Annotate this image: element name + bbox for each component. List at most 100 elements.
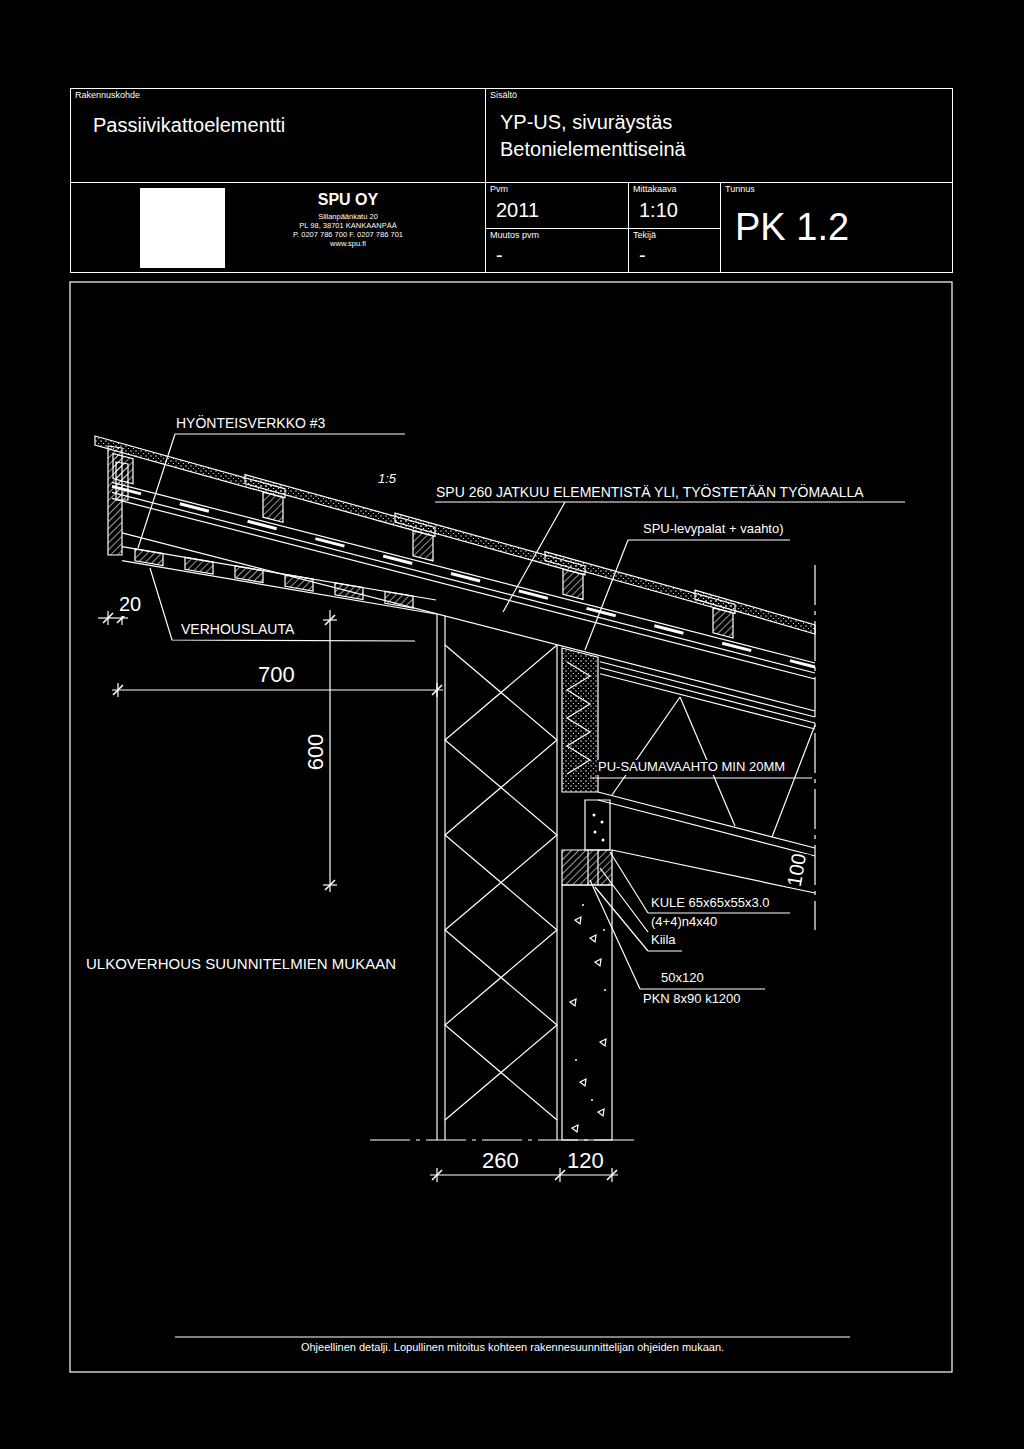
leader-line xyxy=(595,887,648,951)
bolt-hole xyxy=(602,839,605,842)
dimension-value: 100 xyxy=(783,851,812,890)
callout-label: VERHOUSLAUTA xyxy=(180,621,295,637)
soffit-batten xyxy=(135,549,163,566)
roof-tile xyxy=(545,552,735,614)
company-address: Sillanpäänkatu 20 xyxy=(231,212,465,221)
callout-label: 50x120 xyxy=(660,971,705,986)
insulation-zigzag xyxy=(445,645,557,1120)
company-web: www.spu.fi xyxy=(231,239,465,248)
callout-label: ULKOVERHOUS SUUNNITELMIEN MUKAAN xyxy=(85,955,397,972)
dimension-value: 700 xyxy=(257,662,296,687)
concrete-aggregate xyxy=(572,1125,578,1132)
concrete-aggregate xyxy=(580,1079,586,1086)
company-name: SPU OY xyxy=(231,190,465,209)
company-address: PL 98, 38701 KANKAANPÄÄ xyxy=(231,221,465,230)
callout-label: Kiila xyxy=(650,933,677,948)
dimension-tick xyxy=(113,685,123,695)
title-block-cell: Tekijä - xyxy=(628,228,721,273)
bolt-hole xyxy=(601,821,604,824)
bolt-hole xyxy=(593,814,596,817)
element-underside xyxy=(598,792,815,848)
soffit-batten xyxy=(235,566,263,583)
field-value: 2011 xyxy=(496,198,626,222)
wedge-line xyxy=(587,850,588,885)
callout-label: (4+4)n4x40 xyxy=(650,915,718,930)
dimension-value: 120 xyxy=(566,1148,605,1173)
leader-line xyxy=(150,568,415,641)
callout-label: SPU-levypalat + vaahto) xyxy=(642,522,785,537)
wall-line xyxy=(556,645,557,1140)
concrete-dot xyxy=(603,929,605,931)
timber-50x120 xyxy=(562,850,612,885)
field-value: YP-US, sivuräystäs Betonielementtiseinä xyxy=(500,109,730,163)
dimension-tick xyxy=(103,613,113,623)
element-layer xyxy=(600,662,815,717)
footer-rule xyxy=(175,1336,850,1337)
concrete-aggregate xyxy=(598,1109,604,1116)
leader-line xyxy=(648,950,682,951)
dimension-line xyxy=(430,1174,618,1175)
concrete-dot xyxy=(591,1099,593,1101)
break-line xyxy=(370,1139,640,1140)
leader-line xyxy=(503,502,565,612)
field-value: Passiivikattoelementti xyxy=(93,113,483,137)
field-label: Sisältö xyxy=(490,90,950,101)
dimension-tick xyxy=(432,1170,442,1180)
dimension-value: 600 xyxy=(303,733,328,772)
pu-foam xyxy=(562,648,598,792)
concrete-aggregate xyxy=(600,1039,606,1046)
bolt-hole xyxy=(594,831,597,834)
underlay-line xyxy=(112,482,815,663)
steel-angle xyxy=(585,800,610,850)
field-label: Tekijä xyxy=(633,230,718,241)
dimension-tick xyxy=(432,685,442,695)
concrete-aggregate xyxy=(590,935,596,942)
dimension-tick xyxy=(555,1170,565,1180)
callout-label: HYÖNTEISVERKKO #3 xyxy=(175,415,326,431)
break-line xyxy=(814,565,815,930)
element-layer xyxy=(600,668,815,723)
leader-line xyxy=(585,540,628,650)
dimension-value: 260 xyxy=(481,1148,520,1173)
title-block-cell: Tunnus PK 1.2 xyxy=(720,182,953,273)
title-block-cell: RakennuskohdePassiivikattoelementti xyxy=(70,88,486,183)
field-value: - xyxy=(496,243,626,267)
element-top-board xyxy=(112,498,815,679)
soffit-batten xyxy=(285,574,313,591)
wall-line xyxy=(436,614,437,1140)
counter-batten xyxy=(112,486,815,667)
concrete-dot xyxy=(604,989,606,991)
dimension-tick xyxy=(325,880,335,890)
concrete-aggregate xyxy=(570,999,576,1006)
title-block-cell: Muutos pvm- xyxy=(485,228,629,273)
batten xyxy=(413,531,433,561)
leader-line xyxy=(640,988,765,989)
field-value: 1:10 xyxy=(639,198,718,222)
concrete-aggregate xyxy=(595,959,601,966)
concrete-dot xyxy=(575,1059,577,1061)
soffit-batten xyxy=(335,583,363,600)
fascia-block xyxy=(116,462,128,500)
element-layer xyxy=(600,674,815,729)
field-label: Mittakaava xyxy=(633,184,718,195)
field-label: Tunnus xyxy=(725,184,950,195)
leader-line xyxy=(138,434,175,548)
dimension-value: 20 xyxy=(118,593,142,616)
soffit-line xyxy=(122,561,436,614)
dimension-line xyxy=(112,689,443,690)
batten xyxy=(263,492,283,522)
logo-square xyxy=(140,188,225,268)
title-block-cell: Pvm2011 xyxy=(485,182,629,229)
title-block-cell: SisältöYP-US, sivuräystäs Betonielementt… xyxy=(485,88,953,183)
field-value: - xyxy=(639,243,718,267)
callout-label: KULE 65x65x55x3.0 xyxy=(650,896,771,911)
field-value: PK 1.2 xyxy=(735,205,950,251)
leader-line xyxy=(628,539,790,540)
element-bottom-board xyxy=(612,850,815,893)
foam-zigzag xyxy=(567,662,590,774)
insulation-zigzag xyxy=(445,645,557,1120)
truss-diagonal xyxy=(612,697,680,795)
leader-line xyxy=(175,433,405,434)
concrete-dot xyxy=(582,904,584,906)
wedge-line xyxy=(597,850,598,885)
